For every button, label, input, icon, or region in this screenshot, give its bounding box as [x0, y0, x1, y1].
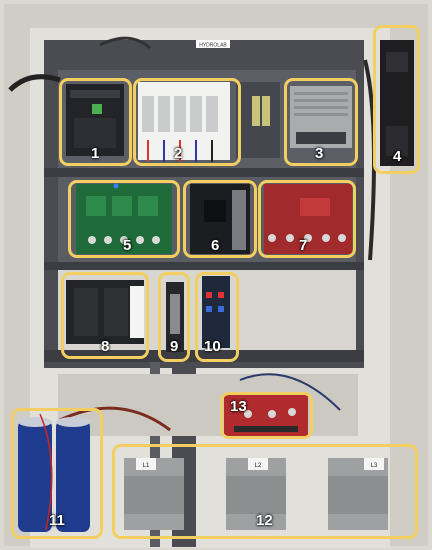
panel-label-text: HYDROLAB [199, 43, 227, 49]
callout-number-12: 12 [256, 512, 273, 529]
callout-number-11: 11 [49, 512, 65, 529]
highlight-box-9 [158, 272, 190, 362]
highlight-box-2 [133, 78, 241, 166]
highlight-box-4 [373, 25, 420, 174]
highlight-box-3 [284, 78, 358, 166]
transformer-tag-2: L2 [255, 463, 262, 469]
highlight-box-1 [59, 78, 132, 166]
callout-number-3: 3 [315, 145, 324, 162]
highlight-box-7 [258, 180, 356, 258]
callout-number-6: 6 [211, 237, 220, 254]
highlight-box-5 [68, 180, 180, 258]
callout-number-9: 9 [170, 338, 179, 355]
callout-number-7: 7 [299, 237, 308, 254]
callout-number-4: 4 [393, 148, 402, 165]
callout-number-8: 8 [101, 338, 110, 355]
highlight-box-13 [220, 392, 313, 439]
callout-number-5: 5 [123, 237, 132, 254]
transformer-tag-3: L3 [371, 463, 378, 469]
callout-number-10: 10 [204, 338, 221, 355]
callout-number-2: 2 [174, 145, 183, 162]
highlight-box-6 [183, 180, 257, 258]
callout-number-13: 13 [230, 398, 247, 415]
highlight-box-11 [11, 408, 103, 539]
highlight-box-10 [195, 272, 239, 362]
highlight-box-8 [61, 272, 149, 359]
transformer-tag-1: L1 [143, 463, 150, 469]
highlight-box-12 [112, 444, 418, 539]
callout-number-1: 1 [91, 145, 100, 162]
